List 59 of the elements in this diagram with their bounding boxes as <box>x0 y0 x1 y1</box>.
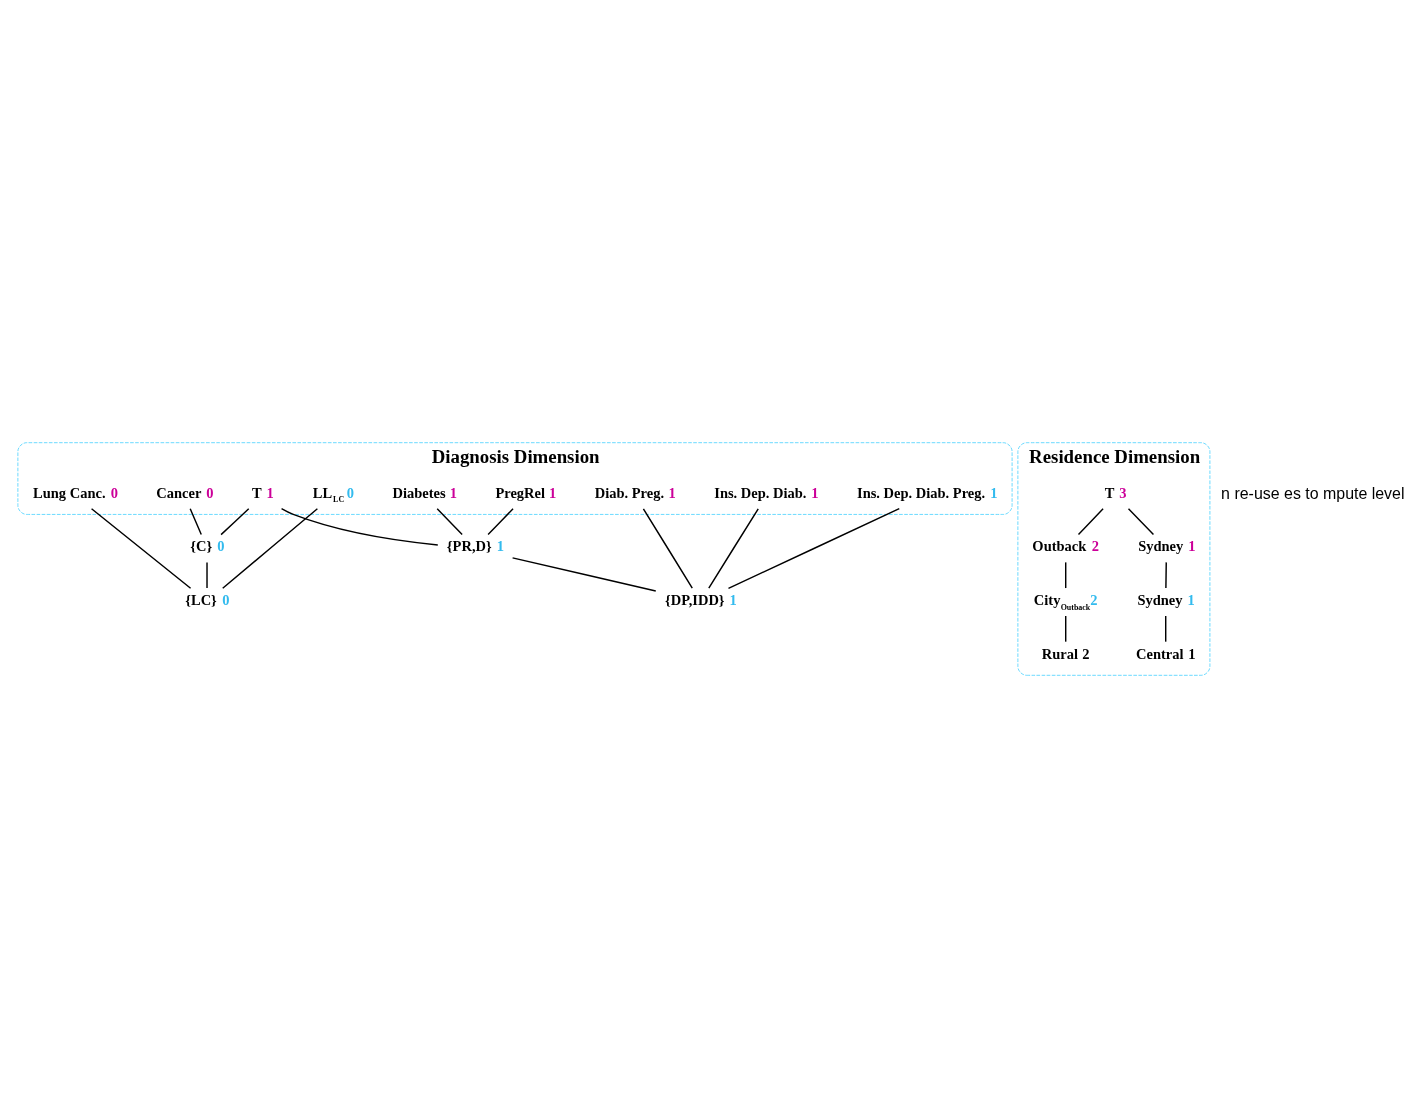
node-text: Central <box>1136 645 1184 662</box>
connector <box>1065 614 1067 642</box>
node-label: 3 <box>1119 484 1127 501</box>
node-text: Diabetes <box>392 484 446 501</box>
connector <box>708 507 759 589</box>
connector <box>222 507 319 589</box>
node-text: Diab. Preg. <box>594 484 665 501</box>
connector <box>280 507 439 546</box>
node-label: 0 <box>110 484 118 501</box>
node-label: 0 <box>346 484 355 501</box>
node-text: {LC} <box>185 591 217 608</box>
connector <box>189 507 202 535</box>
node-label: 2 <box>1091 537 1100 554</box>
node-text: {C} <box>190 537 213 554</box>
node-text: Lung Canc. <box>33 484 106 501</box>
label: n re-use es to mpute level <box>1221 484 1405 502</box>
connector <box>511 556 657 592</box>
connector <box>1127 507 1155 535</box>
connector <box>1165 561 1167 589</box>
node-text: Rural <box>1041 645 1079 662</box>
node-text: Ins. Dep. Diab. <box>714 484 807 501</box>
connector <box>1077 507 1104 535</box>
connector <box>487 507 514 535</box>
node-label: 1 <box>811 484 819 501</box>
connector <box>1165 614 1167 642</box>
node-label: 1 <box>1188 645 1196 662</box>
node-label: 1 <box>729 591 737 608</box>
node-text: T <box>1104 484 1115 501</box>
connector <box>436 507 463 535</box>
node-label: 0 <box>217 537 225 554</box>
node-text: Sydney <box>1138 537 1184 554</box>
node-text: Outback <box>1032 537 1087 554</box>
node-label: 1 <box>549 484 557 501</box>
node-label: 1 <box>266 484 274 501</box>
node-label: 2 <box>1090 591 1098 608</box>
connector <box>1065 561 1067 589</box>
node-text: T <box>251 484 262 501</box>
node-label: 1 <box>1187 591 1195 608</box>
node-label: 1 <box>449 484 458 501</box>
connector <box>642 507 693 589</box>
node-label: 1 <box>668 484 676 501</box>
node-label: 0 <box>206 484 214 501</box>
node-text: Ins. Dep. Diab. Preg. <box>857 484 986 501</box>
node-label: 2 <box>1082 645 1090 662</box>
node-text: Cancer <box>156 484 202 501</box>
node-text: City$_{Outback}$ <box>1033 591 1091 612</box>
node-label: 1 <box>990 484 998 501</box>
connector <box>727 507 900 589</box>
connector <box>220 507 250 535</box>
node-text: Sydney <box>1137 591 1183 608</box>
connector <box>90 507 192 589</box>
node-text: LL$_{LC}$ <box>312 484 345 504</box>
node-label: 1 <box>1188 537 1196 554</box>
connector <box>206 561 208 589</box>
node-text: {DP,IDD} <box>664 591 725 608</box>
node-text: PregRel <box>495 484 546 501</box>
node-label: 0 <box>222 591 230 608</box>
node-label: 1 <box>496 537 505 554</box>
node-text: {PR,D} <box>446 537 492 554</box>
